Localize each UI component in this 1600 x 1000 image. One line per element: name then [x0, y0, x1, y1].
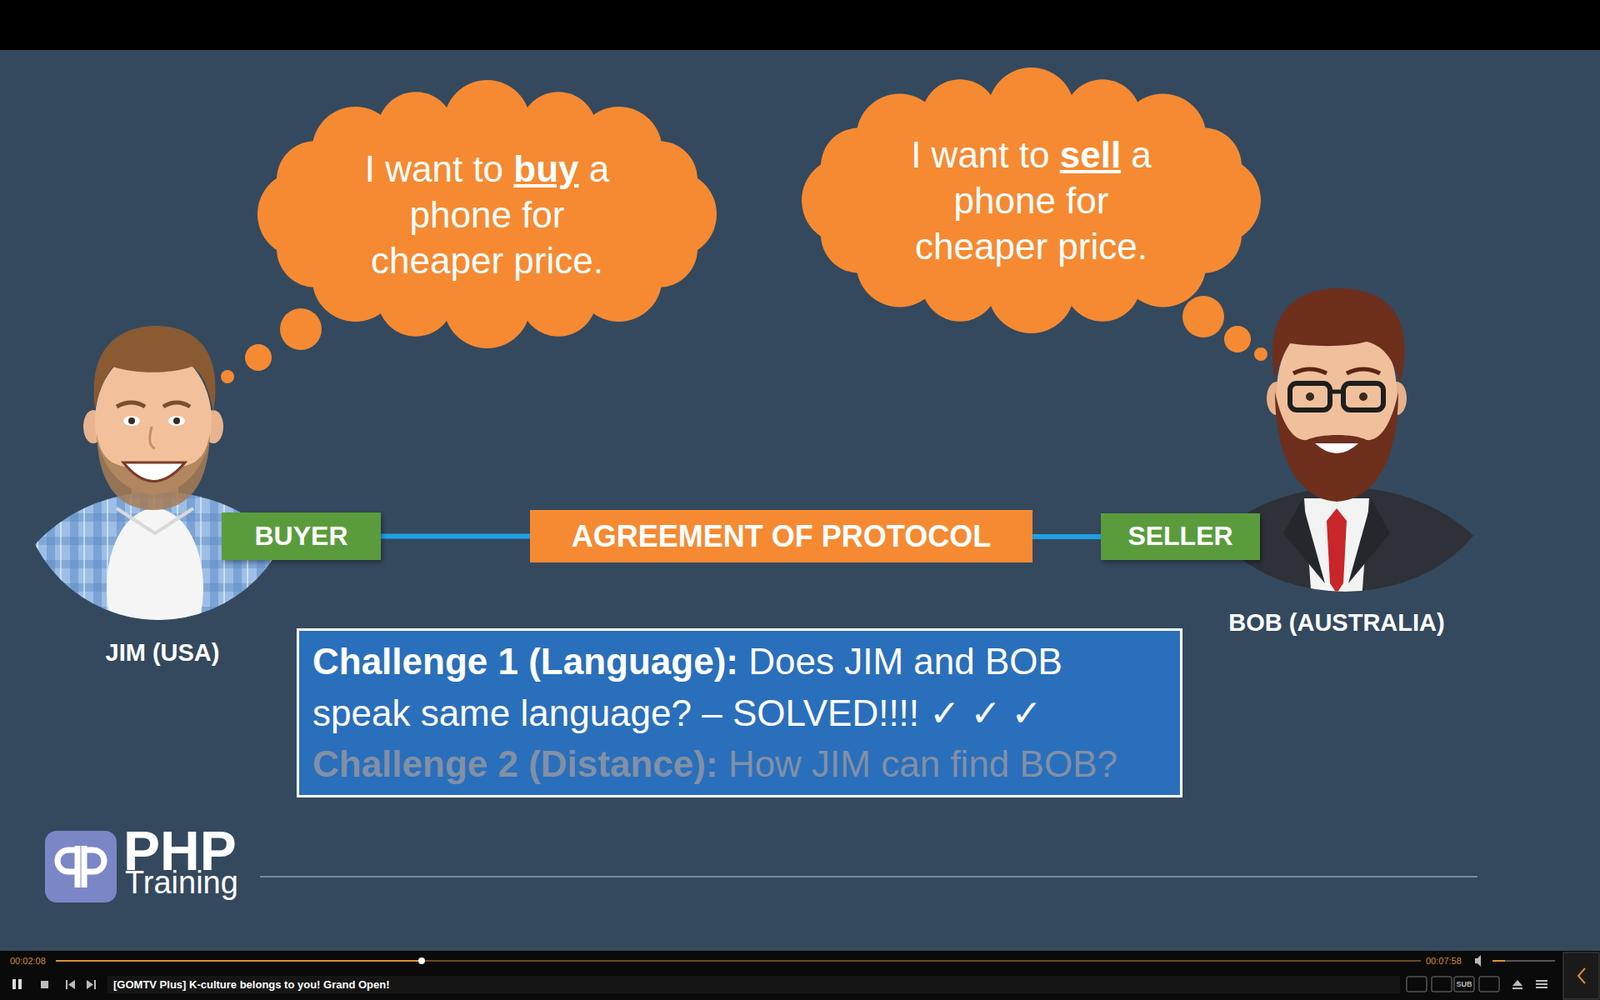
top-bar — [0, 0, 1600, 50]
thought-dot — [1254, 347, 1268, 361]
challenge-line: Challenge 2 (Distance):How JIM can find … — [312, 738, 1146, 790]
protocol-box: AGREEMENT OF PROTOCOL — [530, 510, 1033, 563]
progress-thumb — [418, 957, 425, 965]
progress-track — [55, 960, 1421, 962]
smile — [123, 462, 185, 482]
pupil — [173, 417, 180, 425]
eyebrow — [116, 402, 145, 407]
volume-level — [1492, 960, 1505, 962]
title-field — [107, 975, 1400, 994]
pause-icon — [18, 979, 22, 990]
player-bar — [0, 950, 1600, 1000]
thought-dot — [1182, 295, 1225, 338]
php-logo-icon — [45, 830, 117, 903]
thought-dot — [1224, 325, 1251, 353]
menu-icon — [1535, 980, 1548, 988]
person-name: JIM (USA) — [105, 640, 220, 665]
connector-line — [1032, 534, 1101, 540]
time-elapsed: 00:02:08 — [10, 956, 46, 966]
volume-track — [1492, 960, 1555, 962]
glasses — [1343, 383, 1384, 410]
logo-word: Training — [125, 866, 239, 899]
glasses — [1290, 383, 1330, 410]
thought-dot — [280, 308, 322, 350]
challenge-box: Challenge 1 (Language):Does JIM and BOB … — [296, 628, 1183, 798]
eye — [168, 415, 185, 426]
player-button — [1406, 976, 1427, 992]
smile — [1315, 443, 1359, 454]
role-box: BUYER — [221, 512, 381, 560]
player-button — [1479, 976, 1500, 992]
beard — [96, 433, 210, 510]
logo-glyph — [57, 845, 105, 888]
hair — [94, 325, 216, 413]
time-total: 00:07:58 — [1425, 956, 1462, 966]
thought-text: I want to buy a phone for cheaper price. — [345, 145, 630, 284]
lapel — [1348, 500, 1390, 584]
pupil — [128, 417, 135, 425]
lapel — [1283, 500, 1325, 584]
challenge-line: Challenge 1 (Language):Does JIM and BOB … — [312, 635, 1146, 739]
prev-icon — [65, 980, 75, 990]
challenge-heading: Challenge 1 (Language): — [312, 640, 739, 682]
box-text: BUYER — [254, 521, 348, 551]
eyebrow — [163, 402, 190, 407]
thought-cloud: I want to sell a phone for cheaper price… — [799, 69, 1264, 332]
footer-rule — [260, 875, 1478, 878]
stop-icon — [40, 980, 49, 989]
box-text: SELLER — [1127, 521, 1233, 551]
player-background — [0, 950, 1600, 1000]
progress-played — [55, 960, 422, 962]
next-icon — [86, 980, 96, 990]
challenge-heading: Challenge 2 (Distance): — [312, 743, 719, 785]
cloud-bump — [1165, 127, 1242, 205]
nose — [150, 426, 155, 449]
panel-toggle — [1563, 952, 1600, 1000]
thought-text: I want to sell a phone for cheaper price… — [890, 131, 1174, 270]
tie — [1326, 508, 1347, 594]
player-button — [1431, 976, 1452, 992]
glasses-bridge — [1330, 390, 1344, 395]
box-text: AGREEMENT OF PROTOCOL — [571, 520, 991, 554]
person-name: BOB (AUSTRALIA) — [1228, 610, 1445, 635]
emphasis-word: sell — [1060, 134, 1121, 175]
media-title: [GOMTV Plus] K-culture belongs to you! G… — [113, 979, 390, 990]
role-box: SELLER — [1100, 513, 1260, 560]
collar — [116, 508, 194, 534]
pause-icon — [12, 979, 16, 990]
eject-icon — [1512, 980, 1523, 990]
eyebrow — [1346, 369, 1380, 374]
thought-dot — [245, 344, 272, 371]
challenge-body: How JIM can find BOB? — [728, 743, 1118, 785]
thought-dot — [220, 370, 235, 384]
chevron-icon — [1578, 968, 1585, 984]
emphasis-word: buy — [513, 148, 579, 190]
volume-icon — [1475, 955, 1481, 967]
player-button — [1454, 976, 1475, 992]
button-text: SUB — [1455, 980, 1472, 989]
connector-line — [380, 534, 530, 540]
cloud-bump — [620, 140, 698, 218]
eye — [123, 415, 140, 426]
thought-cloud: I want to buy a phone for cheaper price. — [255, 81, 720, 347]
pupil — [1359, 392, 1368, 401]
pupil — [1305, 392, 1315, 401]
eyebrow — [1293, 369, 1327, 374]
logo-tile — [45, 830, 117, 903]
hair — [1272, 288, 1405, 384]
